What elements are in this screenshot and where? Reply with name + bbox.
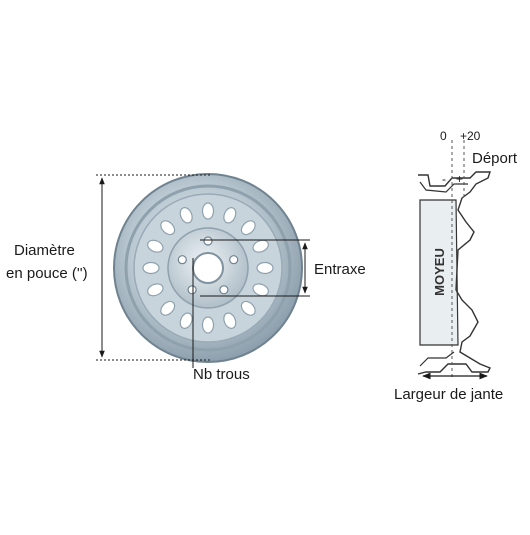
center-bore (192, 252, 224, 284)
moyeu-block (419, 199, 459, 346)
vent-hole (147, 283, 164, 297)
vent-hole (142, 261, 160, 275)
vent-hole (223, 207, 237, 224)
vent-hole (252, 283, 269, 297)
steel-wheel-icon (113, 173, 303, 363)
vent-hole (179, 312, 193, 329)
entraxe-label: Entraxe (314, 261, 366, 278)
vent-hole (256, 261, 274, 275)
rim-lower-flange (417, 289, 491, 375)
vent-hole (160, 220, 176, 236)
entraxe-dimension (200, 239, 310, 297)
offset-plus20-label: +20 (460, 129, 481, 143)
lug-hole (187, 285, 197, 295)
lug-hole (219, 285, 229, 295)
diametre-label-line1: Diamètre (14, 242, 75, 259)
minus-sign: - (442, 172, 446, 186)
wheel-rim-lip (124, 184, 292, 352)
vent-hole (252, 239, 269, 253)
vent-hole (179, 207, 193, 224)
vent-hole (240, 300, 256, 316)
vent-hole (223, 312, 237, 329)
lug-hole (203, 236, 213, 246)
rim-cross-section-icon: MOYEU (417, 140, 491, 380)
largeur-jante-label: Largeur de jante (394, 386, 504, 403)
deport-label: Déport (472, 150, 518, 167)
vent-hole (201, 316, 215, 334)
vent-holes (142, 202, 274, 334)
plus-sign: + (456, 172, 464, 186)
moyeu-label: MOYEU (432, 248, 447, 296)
lug-hole (177, 255, 187, 265)
rim-upper-flange (418, 171, 491, 291)
vent-hole (240, 220, 256, 236)
lug-hole (229, 255, 239, 265)
rim-lower-inner (419, 351, 455, 367)
diameter-dimension (96, 174, 210, 361)
vent-hole (147, 239, 164, 253)
offset-zero-label: 0 (440, 129, 447, 143)
vent-hole (160, 300, 176, 316)
diametre-label-line2: en pouce ('') (6, 265, 88, 282)
vent-hole (201, 202, 215, 220)
nb-trous-label: Nb trous (193, 366, 250, 383)
lug-holes (177, 236, 239, 295)
rim-upper-inner (419, 181, 468, 193)
